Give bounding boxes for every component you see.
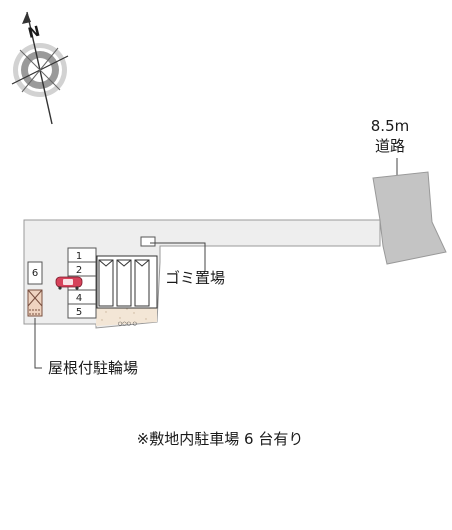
compass-north-label: N: [26, 24, 41, 42]
car-icon: [55, 276, 83, 290]
building-units: [96, 255, 158, 309]
parking-note: ※敷地内駐車場 6 台有り: [137, 430, 304, 448]
parking-slot-6-number: 6: [32, 268, 38, 279]
garbage-label-leader: [150, 242, 206, 272]
building-mark: ○○○ ○: [118, 321, 137, 327]
unit-2: [116, 259, 132, 307]
parking-slot-number: 2: [76, 265, 82, 276]
road-name-label: 道路: [375, 137, 405, 155]
parking-slot-number: 4: [76, 293, 82, 304]
unit-1: [98, 259, 114, 307]
compass-arrow-icon: [22, 12, 31, 24]
road-width-label: 8.5m: [371, 117, 409, 135]
compass-diagonal-2: [21, 47, 59, 93]
unit-3: [134, 259, 150, 307]
bike-parking: [27, 289, 43, 317]
road-area: [372, 171, 447, 265]
bike-label-leader: [34, 318, 42, 369]
garbage-box: [140, 236, 156, 247]
compass: N: [11, 11, 69, 125]
parking-slot-6: [27, 261, 43, 285]
bike-parking-label: 屋根付駐輪場: [48, 359, 138, 377]
compass-needle-main: [26, 11, 53, 125]
parking-slot-number: 5: [76, 307, 82, 318]
parking-slot-number: 1: [76, 251, 82, 262]
garbage-label: ゴミ置場: [165, 269, 225, 287]
